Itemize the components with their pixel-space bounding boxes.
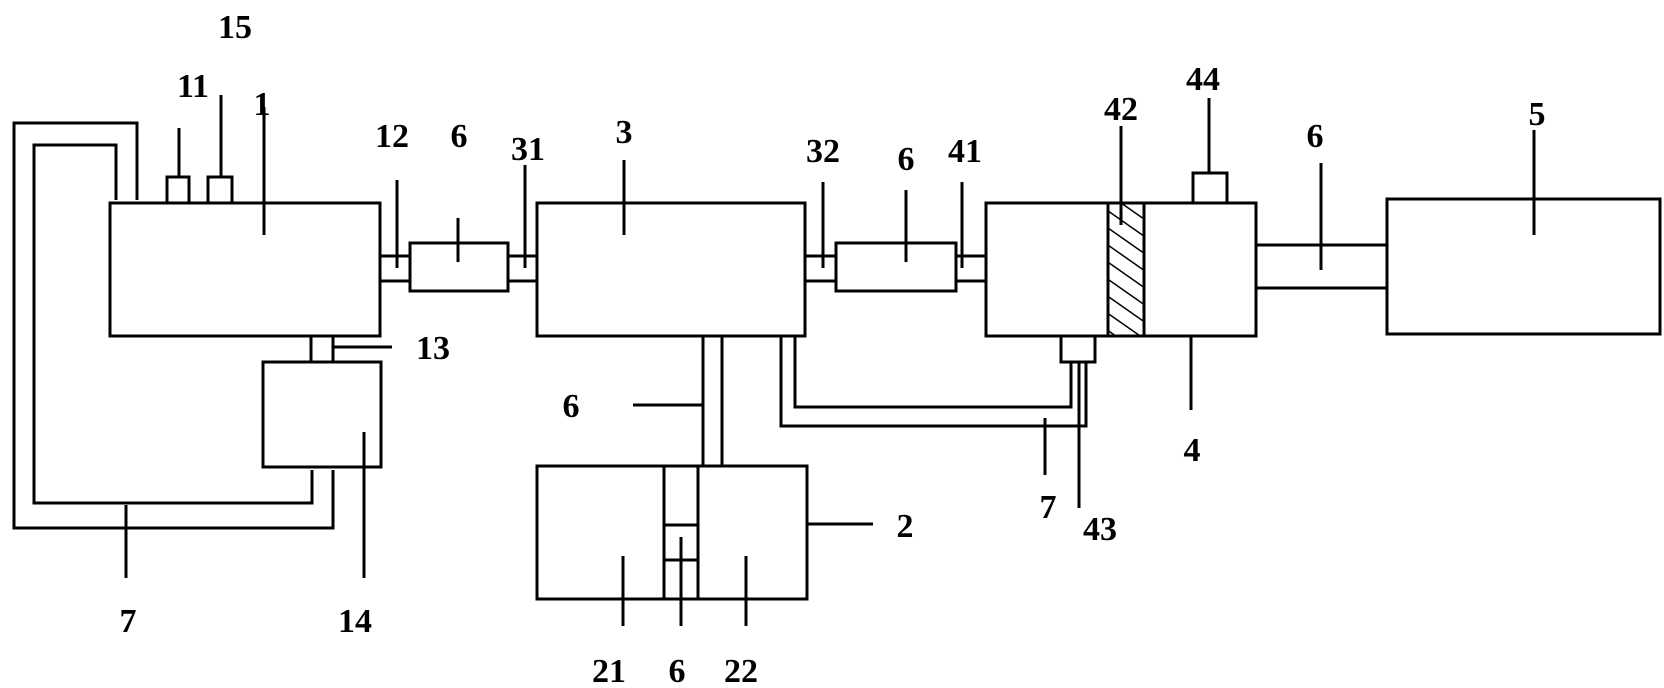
reference-labels: 15 11 1 12 6 31 3 32 6 41 42 44 6 5 13 6… [120,9,1546,688]
membrane-42 [1106,201,1146,338]
port-11 [165,175,191,205]
pipe-3-to-2 [633,336,724,466]
unit-2-divider-6 [662,466,700,599]
pipe-3-to-4 [805,182,986,283]
label-13: 13 [416,330,450,367]
label-41: 41 [948,133,982,170]
label-43: 43 [1083,511,1117,548]
label-4: 4 [1184,432,1201,469]
label-3: 3 [616,114,633,151]
label-7-right: 7 [1040,489,1057,526]
return-pipe-7-right [779,336,1088,508]
label-22: 22 [724,653,758,688]
unit-3 [535,201,807,338]
label-7-left: 7 [120,603,137,640]
port-15 [206,175,234,205]
label-32: 32 [806,133,840,170]
pipe-4-to-5 [1256,163,1387,290]
return-pipe-7-left [12,121,335,530]
unit-2 [535,464,809,601]
port-43 [1059,334,1097,364]
label-6-c: 6 [669,653,686,688]
unit-5 [1385,197,1662,336]
label-15: 15 [218,9,252,46]
label-12: 12 [375,118,409,155]
port-44 [1191,171,1229,205]
pipe-1-to-3 [380,165,537,283]
label-6-e: 6 [563,388,580,425]
label-5: 5 [1529,96,1546,133]
label-44: 44 [1186,61,1220,98]
label-21: 21 [592,653,626,688]
label-6-d: 6 [1307,118,1324,155]
unit-1 [108,201,382,338]
unit-14 [261,360,383,469]
pipe-13 [309,336,392,362]
component-6-b [834,241,958,293]
label-6-a: 6 [451,118,468,155]
label-42: 42 [1104,91,1138,128]
label-1: 1 [254,86,271,123]
label-11: 11 [177,68,209,105]
label-2: 2 [897,508,914,545]
label-31: 31 [511,131,545,168]
label-6-b: 6 [898,141,915,178]
label-14: 14 [338,603,372,640]
